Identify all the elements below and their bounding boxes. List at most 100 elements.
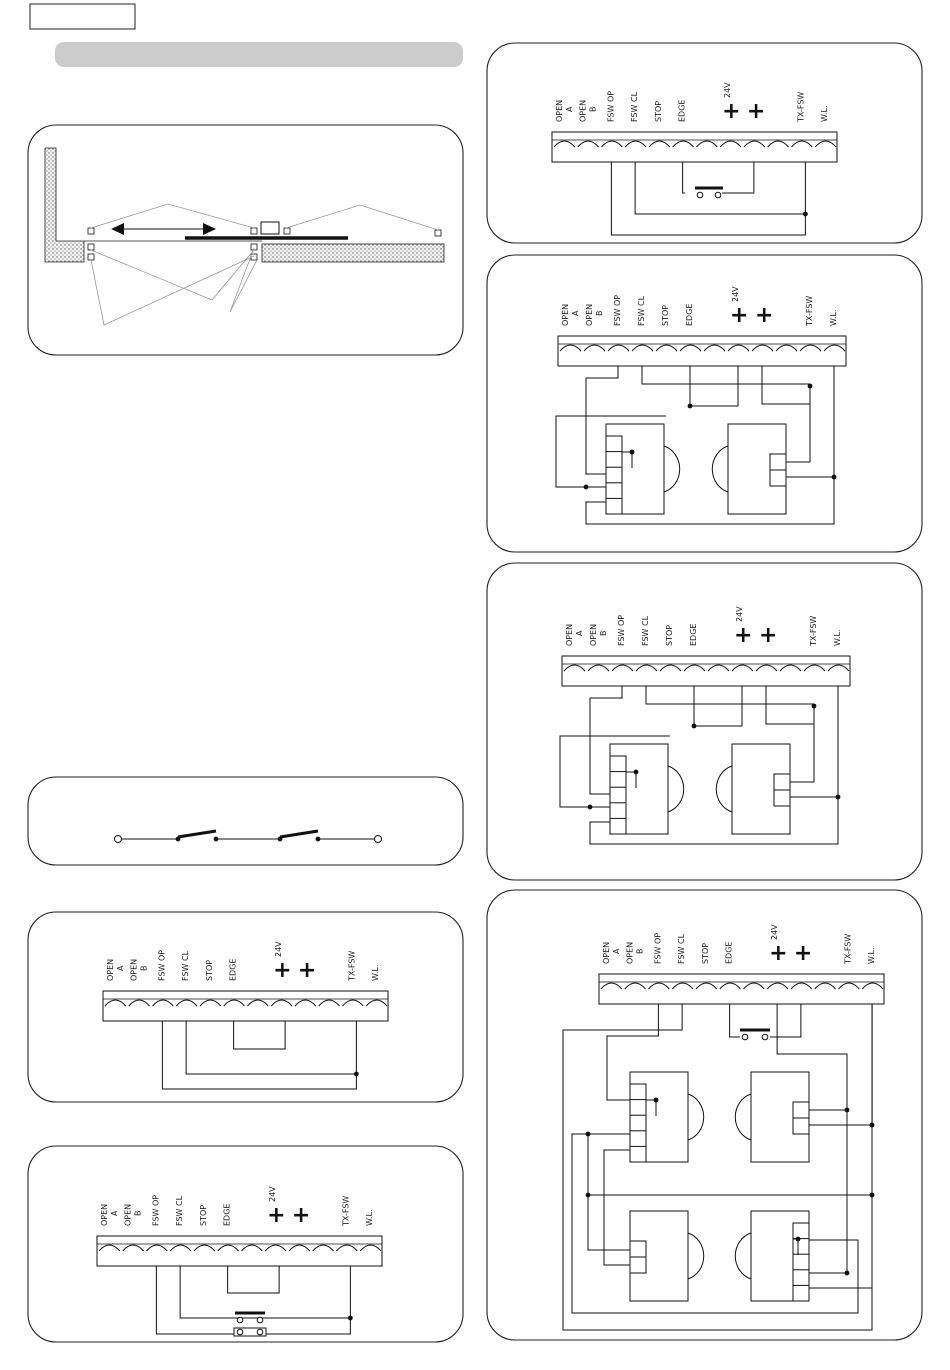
wire: [179, 1266, 351, 1319]
terminal-label-fsw-op: FSW OP: [653, 933, 662, 964]
photocell-icon: [87, 243, 95, 251]
terminal-label-fsw-op: FSW OP: [151, 1195, 160, 1226]
plus-sign: +: [759, 623, 777, 648]
terminal-label-24v: 24V: [268, 1186, 277, 1202]
terminal-label-wl: W.L.: [365, 1209, 374, 1226]
terminal-label-edge: EDGE: [223, 1204, 232, 1226]
photocell-lens: [687, 1232, 705, 1280]
plus-sign: +: [769, 941, 787, 966]
plus-sign: +: [734, 623, 752, 648]
wire: [585, 366, 619, 475]
wire: [589, 821, 839, 845]
plus-sign: +: [267, 1203, 285, 1228]
terminal-label-wl: W.L.: [829, 309, 838, 326]
terminal-label-24v: 24V: [731, 286, 740, 302]
arrow-left-icon: [111, 223, 124, 235]
contact-terminal: [236, 1328, 244, 1336]
terminal-label-24v: 24V: [274, 941, 283, 957]
contact-terminal: [741, 1033, 749, 1041]
contact-terminal: [256, 1316, 264, 1324]
junction-dot: [811, 703, 817, 709]
contact-terminal: [714, 191, 722, 199]
terminal-label-open-a: A: [612, 948, 621, 954]
contact-terminal: [256, 1328, 264, 1336]
terminal-label-fsw-cl: FSW CL: [175, 1195, 184, 1226]
photocell-icon: [87, 227, 95, 235]
terminal-label-open-a: OPEN: [565, 624, 574, 646]
photocell-rx: [750, 1210, 810, 1302]
rx-terminals: [609, 755, 627, 835]
wire: [606, 1004, 659, 1101]
terminal-label-edge: EDGE: [229, 959, 238, 981]
junction-dot: [587, 804, 593, 810]
terminal-label-open-a: A: [565, 106, 574, 112]
photocell-lens: [715, 765, 733, 813]
junction-dot: [633, 769, 639, 775]
terminal-label-stop: STOP: [199, 1205, 208, 1226]
terminal-label-tx-fsw: TX-FSW: [341, 1196, 350, 1227]
terminal-label-open-b: B: [589, 107, 598, 113]
section-header-bar: [55, 42, 463, 67]
terminal-label-tx-fsw: TX-FSW: [347, 951, 356, 982]
wire: [185, 1021, 357, 1075]
terminal-label-24v: 24V: [770, 924, 779, 940]
terminal-label-24v: 24V: [735, 606, 744, 622]
wire: [610, 162, 806, 236]
wire: [776, 1004, 848, 1111]
wire: [233, 1021, 286, 1050]
terminal-label-fsw-op: FSW OP: [606, 91, 615, 122]
wire: [690, 366, 739, 407]
plus-sign: +: [722, 99, 740, 124]
terminal-label-open-a: OPEN: [555, 100, 564, 122]
junction-dot: [347, 1315, 353, 1321]
terminal-label-wl: W.L.: [867, 947, 876, 964]
terminal-label-fsw-cl: FSW CL: [181, 950, 190, 981]
plus-sign: +: [755, 303, 773, 328]
page-id-box: [29, 3, 136, 30]
photocell-lens: [734, 1093, 752, 1141]
photocell-tx: [750, 1071, 810, 1163]
terminal-label-tx-fsw: TX-FSW: [805, 296, 814, 327]
junction-dot: [353, 1071, 359, 1077]
terminal-label-wl: W.L.: [833, 629, 842, 646]
photocell-lens: [687, 1093, 705, 1141]
junction-dot: [869, 1122, 875, 1128]
diagram-frame-r2: [486, 254, 923, 553]
terminal-block: [551, 131, 838, 163]
junction-dot: [802, 211, 808, 217]
rx-terminals: [792, 1222, 810, 1302]
photocell-icon: [250, 227, 258, 235]
terminal-label-open-b: B: [140, 966, 149, 972]
wire: [589, 686, 623, 795]
wire: [694, 686, 743, 727]
junction-dot: [795, 1236, 801, 1242]
terminal-screws: [600, 982, 884, 990]
plus-sign: +: [273, 958, 291, 983]
terminal-label-open-a: A: [116, 965, 125, 971]
wire: [770, 1004, 802, 1038]
gate-motor: [260, 221, 280, 235]
wire: [682, 162, 685, 194]
terminal-label-fsw-op: FSW OP: [613, 295, 622, 326]
terminal-label-open-a: A: [571, 310, 580, 316]
wire: [786, 386, 811, 463]
terminal-label-open-a: A: [110, 1210, 119, 1216]
terminal-label-open-b: OPEN: [626, 942, 635, 964]
wire: [587, 1134, 630, 1251]
terminal-label-open-a: OPEN: [561, 304, 570, 326]
terminal-label-open-b: OPEN: [124, 1204, 133, 1226]
terminal-label-open-a: OPEN: [100, 1204, 109, 1226]
terminal-label-open-b: OPEN: [130, 959, 139, 981]
wire: [571, 1133, 859, 1314]
wire: [729, 1004, 740, 1038]
terminal-label-stop: STOP: [654, 101, 663, 122]
photocell-icon: [283, 227, 291, 235]
photocell-rx: [605, 423, 665, 515]
terminal-label-stop: STOP: [701, 943, 710, 964]
terminal-label-edge: EDGE: [725, 942, 734, 964]
plus-sign: +: [292, 1203, 310, 1228]
terminal-label-fsw-op: FSW OP: [157, 950, 166, 981]
terminal-block: [561, 655, 851, 687]
